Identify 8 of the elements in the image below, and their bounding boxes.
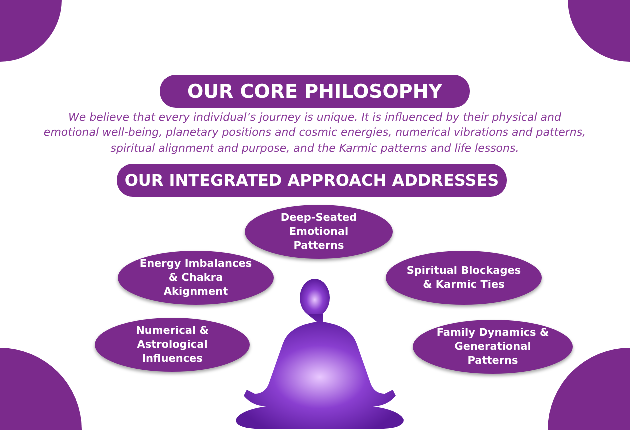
topic-ellipse: Numerical & Astrological Influences — [95, 318, 250, 372]
philosophy-paragraph: We believe that every individual’s journey is unique. It is influenced by their physical and emotional well-being, planetary positions and cosmic energies, numerical vibrations and patterns, spiritual alignment and purpose, and the Karmic patterns and life lessons. — [42, 110, 588, 156]
topic-ellipse: Spiritual Blockages & Karmic Ties — [386, 251, 542, 305]
heading-banner: OUR INTEGRATED APPROACH ADDRESSES — [117, 164, 507, 197]
topic-ellipse: Deep-Seated Emotional Patterns — [245, 205, 393, 259]
heading-banner: OUR CORE PHILOSOPHY — [160, 75, 470, 108]
topic-ellipse: Family Dynamics & Generational Patterns — [413, 320, 573, 374]
topic-ellipse: Energy Imbalances & Chakra Akignment — [118, 251, 274, 305]
